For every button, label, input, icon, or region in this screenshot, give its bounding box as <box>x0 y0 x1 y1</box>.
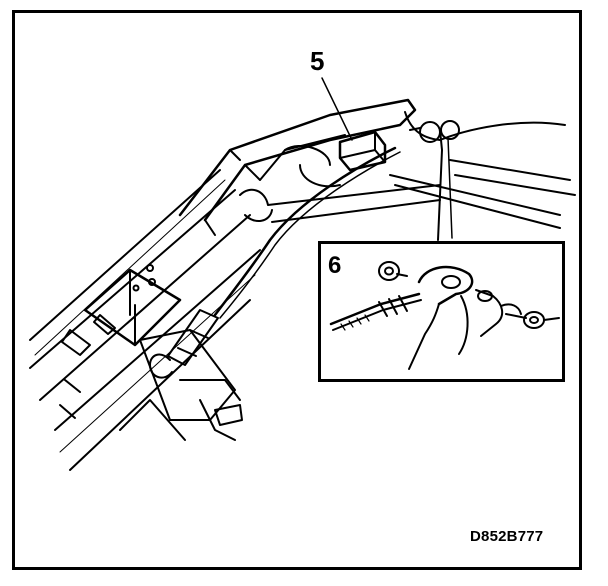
seat-frame <box>178 98 576 236</box>
inset-drawing <box>329 261 560 370</box>
part-5-block <box>321 77 387 172</box>
detail-inset <box>318 241 565 382</box>
callout-label-5: 5 <box>310 46 325 76</box>
seat-rail <box>29 169 261 471</box>
figure-reference-code: D852B777 <box>470 528 544 545</box>
release-cable <box>167 120 460 366</box>
callout-label-6: 6 <box>328 252 342 279</box>
